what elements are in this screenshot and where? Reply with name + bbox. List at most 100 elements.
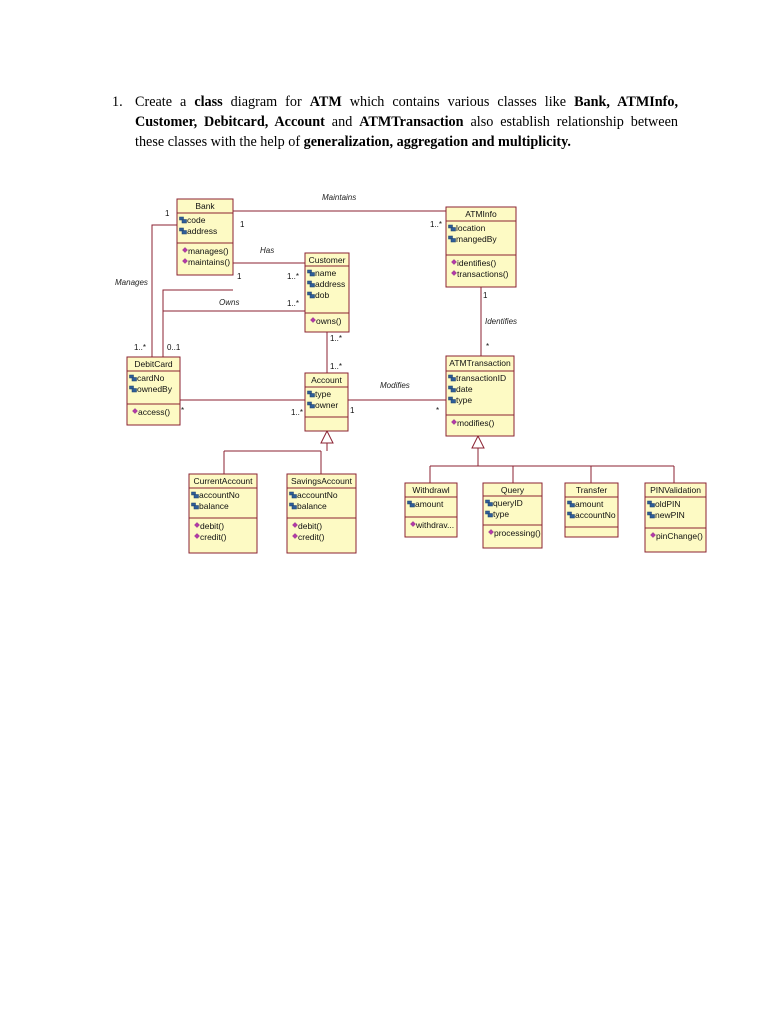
- question-part: ATMTransaction: [359, 114, 464, 130]
- class-attribute: type: [315, 389, 331, 399]
- mult-account-modifies: 1: [350, 406, 355, 415]
- mult-atmtransaction-modifies: *: [436, 406, 439, 415]
- class-attribute: amount: [575, 499, 604, 509]
- question-number: 1.: [112, 94, 123, 110]
- question-part: diagram for: [222, 94, 310, 110]
- class-attribute: amount: [415, 499, 444, 509]
- class-method: pinChange(): [656, 531, 703, 541]
- bank-debitcard-line: [162, 289, 233, 357]
- question-part: class: [194, 94, 223, 110]
- class-attribute: accountNo: [297, 490, 338, 500]
- class-attribute: code: [187, 215, 206, 225]
- question-part: Bank, ATMInfo, Customer, Debitcard, Acco…: [135, 94, 678, 130]
- class-attribute: type: [493, 509, 509, 519]
- mult-account-debitcard: 1..*: [291, 408, 303, 417]
- class-attribute: oldPIN: [655, 499, 681, 509]
- mult-debitcard-account: *: [181, 406, 184, 415]
- class-currentaccount: CurrentAccountaccountNobalancedebit()cre…: [188, 473, 258, 554]
- mult-atminfo-identifies: 1: [483, 291, 488, 300]
- class-method: withdrav...: [415, 520, 454, 530]
- class-attribute: accountNo: [575, 510, 616, 520]
- manages-line: [151, 224, 177, 357]
- class-attribute: type: [456, 395, 472, 405]
- mult-customer-account: 1..*: [330, 334, 342, 343]
- class-attribute: address: [315, 279, 345, 289]
- owns-label: Owns: [219, 298, 239, 307]
- class-method: owns(): [316, 316, 342, 326]
- mult-debitcard-manages: 1..*: [134, 343, 146, 352]
- mult-bank-has: 1: [240, 220, 245, 229]
- class-method: maintains(): [188, 257, 230, 267]
- class-attribute: queryID: [493, 498, 523, 508]
- class-attribute: date: [456, 384, 473, 394]
- class-box: [644, 482, 707, 553]
- class-box: [445, 206, 517, 288]
- class-attribute: address: [187, 226, 217, 236]
- class-name: Query: [501, 485, 525, 495]
- mult-atminfo-maintains: 1..*: [430, 220, 442, 229]
- class-name: SavingsAccount: [291, 476, 353, 486]
- class-box: [404, 482, 458, 538]
- maintains-label: Maintains: [322, 193, 356, 202]
- mult-debitcard-owns: 0..1: [167, 343, 181, 352]
- class-attribute: cardNo: [137, 373, 165, 383]
- class-name: CurrentAccount: [193, 476, 253, 486]
- modifies-label: Modifies: [380, 381, 410, 390]
- class-attribute: transactionID: [456, 373, 506, 383]
- class-method: access(): [138, 407, 170, 417]
- mult-atmtransaction-identifies: *: [486, 342, 489, 351]
- class-method: credit(): [200, 532, 227, 542]
- class-attribute: dob: [315, 290, 329, 300]
- class-attribute: name: [315, 268, 337, 278]
- mult-account-customer: 1..*: [330, 362, 342, 371]
- relation-lines: [151, 210, 675, 483]
- class-name: Customer: [309, 255, 346, 265]
- class-method: credit(): [298, 532, 325, 542]
- class-method: manages(): [188, 246, 229, 256]
- class-name: DebitCard: [134, 359, 173, 369]
- class-attribute: owner: [315, 400, 338, 410]
- relation-labels: Maintains Has Manages Owns Identifies Mo…: [115, 193, 517, 390]
- class-attribute: accountNo: [199, 490, 240, 500]
- manages-label: Manages: [115, 278, 148, 287]
- mult-bank-maintains: 1: [165, 209, 170, 218]
- class-attribute: newPIN: [655, 510, 685, 520]
- class-method: debit(): [298, 521, 322, 531]
- class-method: processing(): [494, 528, 541, 538]
- question-part: ATM: [309, 94, 342, 110]
- multiplicity-labels: 1 1 1..* 1 1..* 1..* 1 1..* 1..* 0..1 * …: [134, 209, 489, 417]
- class-name: Bank: [195, 201, 215, 211]
- class-name: ATMTransaction: [449, 358, 511, 368]
- class-name: Transfer: [576, 485, 608, 495]
- class-attribute: mangedBy: [456, 234, 497, 244]
- class-attribute: location: [456, 223, 486, 233]
- mult-customer-owns: 1..*: [287, 299, 299, 308]
- class-name: Withdrawl: [412, 485, 449, 495]
- class-name: Account: [311, 375, 342, 385]
- class-attribute: ownedBy: [137, 384, 173, 394]
- question-part: Create a: [135, 94, 195, 110]
- class-attribute: balance: [297, 501, 327, 511]
- has-label: Has: [260, 246, 274, 255]
- class-box: [445, 355, 515, 437]
- class-method: transactions(): [457, 269, 509, 279]
- question-body: Create a class diagram for ATM which con…: [135, 92, 678, 152]
- class-method: modifies(): [457, 418, 494, 428]
- class-box: [188, 473, 258, 554]
- class-name: ATMInfo: [465, 209, 497, 219]
- question-part: also establish relationship between thes…: [135, 114, 678, 150]
- question-text: 1. Create a class diagram for ATM which …: [112, 92, 678, 152]
- class-box: [286, 473, 357, 554]
- txn-gen-arrow: [471, 434, 485, 449]
- mult-customer-has: 1..*: [287, 272, 299, 281]
- question-part: which contains various classes like: [341, 94, 575, 110]
- class-method: identifies(): [457, 258, 496, 268]
